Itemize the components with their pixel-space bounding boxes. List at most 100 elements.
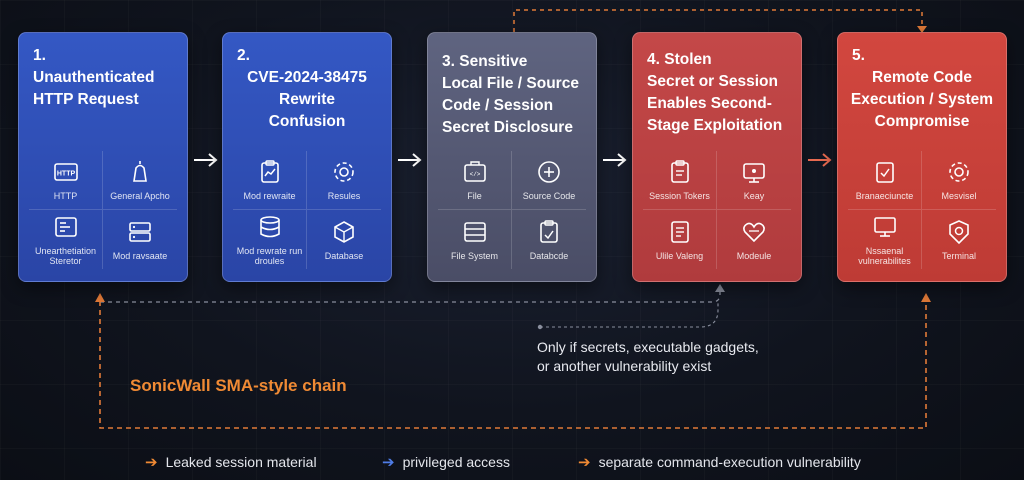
stage-2-title-line: CVE-2024-38475 (247, 69, 367, 86)
legend-label: separate command-execution vulnerability (598, 454, 861, 470)
icon-label: Terminal (941, 250, 976, 261)
blue-arrow-icon: ➔ (382, 454, 395, 471)
flow-arrow-icon (808, 153, 832, 167)
gray-dashed-arrowhead (715, 284, 725, 292)
stage-5-title: 5. Remote Code Execution / System Compro… (846, 45, 998, 133)
stage-5-icon-cell: Terminal (922, 210, 996, 269)
stage-4-title-line: 4. Stolen (647, 49, 791, 71)
stage-5-icon-grid: Branaeciuncte Mesvisel Nssaenal vulnerab… (848, 151, 996, 269)
cube-icon (334, 220, 354, 243)
module-heart-icon (743, 222, 765, 242)
stage-2-icon-grid: Mod rewraite Resules Mod rewrate run dro… (233, 151, 381, 269)
conditional-note: Only if secrets, executable gadgets, or … (537, 338, 759, 376)
icon-label: Mod rewraite (243, 191, 296, 201)
stage-3-icon-cell: Databcde (512, 210, 586, 269)
file-code-icon: </> (463, 161, 486, 182)
stage-2-title: 2. CVE-2024-38475 Rewrite Confusion (231, 45, 383, 133)
note-line: or another vulnerability exist (537, 358, 712, 374)
stage-3-title-line: 3. Sensitive (442, 51, 586, 73)
legend-item-command-execution: ➔ separate command-execution vulnerabili… (578, 452, 861, 472)
stage-2-number: 2. (237, 47, 250, 64)
stage-3-number: 3. (442, 53, 455, 70)
orange-arrow-icon: ➔ (145, 454, 158, 471)
stage-5-title-line: Compromise (874, 113, 970, 130)
flow-arrow-icon (194, 153, 218, 167)
stage-4-title-line: Secret or Session (647, 73, 778, 90)
icon-label: General Apcho (110, 191, 170, 201)
stage-card-5: 5. Remote Code Execution / System Compro… (837, 32, 1007, 282)
server-stack-icon (129, 221, 151, 242)
icon-label: Source Code (522, 191, 576, 201)
stage-4-icon-cell: Session Tokers (643, 151, 717, 210)
orange-loop-connector (99, 296, 927, 429)
stage-card-3: 3. Sensitive Local File / Source Code / … (427, 32, 597, 282)
stage-3-title-text: Sensitive (459, 53, 528, 70)
top-bypass-connector (513, 9, 923, 32)
icon-label: File System (450, 250, 498, 261)
stage-2-icon-cell: Resules (307, 151, 381, 210)
stage-card-4: 4. Stolen Secret or Session Enables Seco… (632, 32, 802, 282)
stage-5-title-line: Execution / System (850, 91, 994, 108)
note-connector-dot (537, 324, 543, 330)
svg-text:HTTP: HTTP (56, 171, 75, 178)
gray-dashed-connector (100, 288, 721, 303)
stage-3-title-line: Local File / Source (442, 75, 579, 92)
icon-label: Branaeciuncte (855, 191, 914, 201)
stage-3-icon-grid: </> File Source Code File System Databcd… (438, 151, 586, 269)
stage-4-title: 4. Stolen Secret or Session Enables Seco… (647, 49, 791, 137)
settings-badge-icon (949, 219, 969, 244)
stage-1-title-line: Unauthenticated (33, 69, 155, 86)
stage-card-2: 2. CVE-2024-38475 Rewrite Confusion Mod … (222, 32, 392, 282)
stage-5-title-line: Remote Code (872, 69, 972, 86)
legend-label: Leaked session material (165, 454, 317, 470)
legend-item-leaked-session: ➔ Leaked session material (145, 452, 317, 472)
file-system-icon (463, 221, 486, 242)
orange-loop-arrowhead-right (921, 293, 931, 302)
stage-1-title: 1. Unauthenticated HTTP Request (33, 45, 177, 111)
legend-label: privileged access (402, 454, 510, 470)
svg-text:</>: </> (469, 171, 480, 178)
icon-label: Databcde (529, 250, 569, 261)
plus-circle-icon (538, 161, 560, 183)
key-card-icon (743, 163, 765, 183)
terminal-window-icon (54, 216, 77, 237)
database-icon (259, 215, 280, 237)
orange-loop-arrowhead-left (95, 293, 105, 302)
stage-1-icon-cell: HTTP HTTP (29, 151, 103, 210)
http-icon: HTTP (53, 163, 78, 181)
stage-2-icon-cell: Mod rewrate run droules (233, 210, 307, 269)
stage-5-icon-cell: Mesvisel (922, 151, 996, 210)
stage-4-icon-cell: Keay (717, 151, 791, 210)
gear-icon (949, 162, 969, 182)
stage-4-icon-cell: Ulile Valeng (643, 210, 717, 269)
clipboard-chart-icon (260, 160, 279, 183)
top-bypass-arrowhead (917, 26, 927, 33)
stage-2-icon-cell: Database (307, 210, 381, 269)
icon-label: Keay (743, 191, 765, 201)
stage-3-icon-cell: </> File (438, 151, 512, 210)
list-doc-icon (670, 220, 689, 243)
icon-label: Ulile Valeng (655, 250, 704, 261)
stage-card-1: 1. Unauthenticated HTTP Request HTTP HTT… (18, 32, 188, 282)
icon-label: Nssaenal vulnerabilites (858, 245, 911, 266)
stage-4-title-text: Stolen (664, 51, 712, 68)
stage-1-icon-grid: HTTP HTTP General Apcho Unearthetiation … (29, 151, 177, 269)
stage-3-icon-cell: Source Code (512, 151, 586, 210)
stage-4-number: 4. (647, 51, 660, 68)
icon-label: Unearthetiation Steretor (34, 245, 97, 266)
flow-arrow-icon (603, 153, 627, 167)
stage-5-icon-cell: Branaeciuncte (848, 151, 922, 210)
icon-label: HTTP (53, 191, 78, 201)
stage-4-title-line: Stage Exploitation (647, 117, 783, 134)
flow-arrow-icon (398, 153, 422, 167)
icon-label: Modeule (736, 250, 772, 261)
shield-doc-icon (875, 162, 894, 183)
stage-3-icon-cell: File System (438, 210, 512, 269)
stage-4-icon-grid: Session Tokers Keay Ulile Valeng Modeule (643, 151, 791, 269)
session-token-icon (670, 160, 689, 183)
stage-3-title-line: Secret Disclosure (442, 119, 573, 136)
icon-label: File (467, 191, 482, 201)
stage-1-icon-cell: General Apcho (103, 151, 177, 210)
icon-label: Session Tokers (649, 191, 710, 201)
